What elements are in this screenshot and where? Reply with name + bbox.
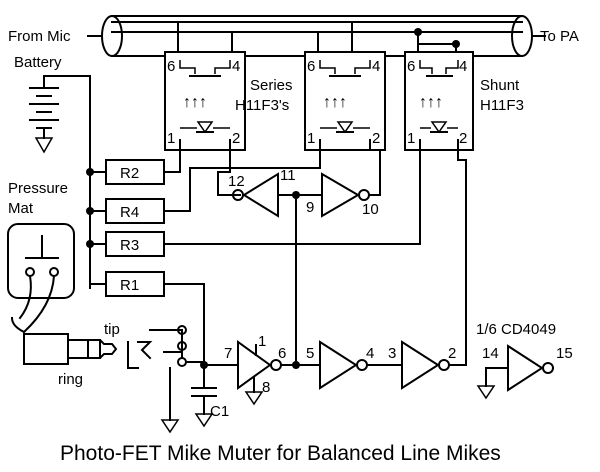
optocoupler-1: 6 4 1 2 ↑↑↑ xyxy=(164,51,246,151)
svg-text:2: 2 xyxy=(459,130,467,147)
resistor-r2 xyxy=(105,159,165,185)
svg-text:9: 9 xyxy=(306,199,314,216)
phone-plug xyxy=(23,333,118,365)
resistor-r3 xyxy=(105,231,165,257)
shunt-part-label: H11F3 xyxy=(480,97,524,114)
tip-label: tip xyxy=(104,321,120,338)
ring-label: ring xyxy=(58,371,83,388)
svg-text:4: 4 xyxy=(459,58,467,75)
svg-text:12: 12 xyxy=(228,173,245,190)
svg-text:6: 6 xyxy=(278,345,286,362)
ic-label: 1/6 CD4049 xyxy=(476,321,556,338)
resistor-wiring xyxy=(86,139,467,366)
svg-text:11: 11 xyxy=(280,167,296,184)
resistor-r1 xyxy=(105,271,165,297)
capacitor-c1 xyxy=(191,364,217,428)
svg-text:R3: R3 xyxy=(120,237,139,254)
svg-text:10: 10 xyxy=(362,201,379,218)
to-pa-label: To PA xyxy=(540,28,579,45)
svg-text:1: 1 xyxy=(167,130,175,147)
svg-text:4: 4 xyxy=(372,58,380,75)
svg-text:2: 2 xyxy=(372,130,380,147)
svg-text:1: 1 xyxy=(307,130,315,147)
battery-label: Battery xyxy=(14,54,62,71)
svg-text:↑↑↑: ↑↑↑ xyxy=(183,94,207,111)
series-label: Series xyxy=(250,77,293,94)
shunt-label: Shunt xyxy=(480,77,520,94)
svg-text:↑↑↑: ↑↑↑ xyxy=(323,94,347,111)
pressure-mat-switch xyxy=(7,223,75,334)
diagram-title: Photo-FET Mike Muter for Balanced Line M… xyxy=(60,442,501,465)
svg-text:6: 6 xyxy=(167,58,175,75)
svg-text:R1: R1 xyxy=(120,277,139,294)
phone-jack xyxy=(127,325,205,434)
svg-text:5: 5 xyxy=(306,345,314,362)
battery-symbol xyxy=(29,75,91,289)
svg-text:R4: R4 xyxy=(120,204,139,221)
optocoupler-3: 6 4 1 2 ↑↑↑ xyxy=(404,51,474,151)
pressure-label: Pressure xyxy=(8,180,68,197)
svg-text:6: 6 xyxy=(407,58,415,75)
inverter-c xyxy=(203,340,321,406)
c1-label: C1 xyxy=(210,403,229,420)
optocoupler-2: 6 4 1 2 ↑↑↑ xyxy=(304,51,386,151)
svg-text:14: 14 xyxy=(482,345,499,362)
inverter-b xyxy=(295,172,381,218)
from-mic-label: From Mic xyxy=(8,28,71,45)
inverter-spare xyxy=(476,344,554,400)
svg-text:4: 4 xyxy=(232,58,240,75)
svg-text:R2: R2 xyxy=(120,165,139,182)
svg-text:4: 4 xyxy=(366,345,374,362)
svg-text:1: 1 xyxy=(407,130,415,147)
inverter-d xyxy=(319,340,403,390)
svg-text:6: 6 xyxy=(307,58,315,75)
mat-label: Mat xyxy=(8,200,34,217)
svg-text:1: 1 xyxy=(258,333,266,350)
svg-text:7: 7 xyxy=(224,345,232,362)
svg-text:15: 15 xyxy=(556,345,573,362)
svg-text:2: 2 xyxy=(232,130,240,147)
svg-text:8: 8 xyxy=(262,379,270,396)
svg-text:2: 2 xyxy=(448,345,456,362)
svg-text:3: 3 xyxy=(388,345,396,362)
series-part-label: H11F3's xyxy=(235,97,289,114)
svg-text:↑↑↑: ↑↑↑ xyxy=(419,94,443,111)
inverter-e xyxy=(401,340,467,390)
